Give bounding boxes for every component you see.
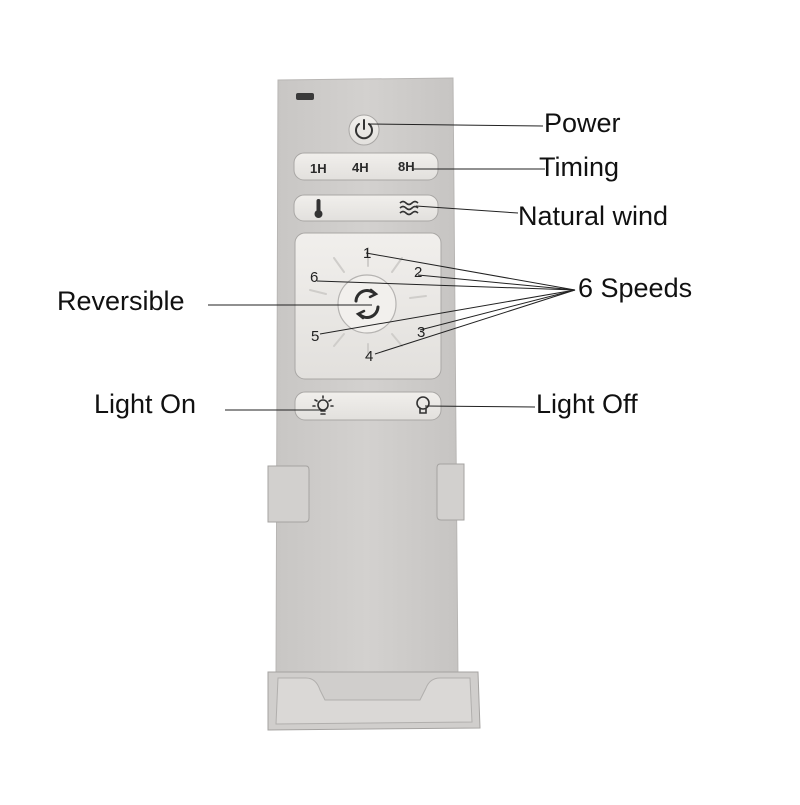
thermometer-icon[interactable] <box>314 199 323 218</box>
light-button-strip <box>294 391 442 421</box>
power-label: Power <box>544 108 621 138</box>
led-indicator <box>296 93 314 100</box>
speed-2-button[interactable]: 2 <box>414 264 422 281</box>
natural-wind-label: Natural wind <box>518 201 669 231</box>
side-clip-right <box>436 463 465 521</box>
timer-button-strip: 1H 4H 8H <box>293 152 439 181</box>
light-off-callout-line <box>424 405 536 408</box>
natural-wind-callout-line <box>415 205 519 214</box>
bottom-cradle <box>267 671 481 731</box>
light-on-label: Light On <box>94 389 197 419</box>
speed-4-callout-line <box>374 289 576 355</box>
speed-6-button[interactable]: 6 <box>310 269 318 286</box>
speed-pad: 1 2 3 4 5 6 <box>294 232 442 380</box>
power-button[interactable] <box>348 114 380 146</box>
speed-2-callout-line <box>417 274 576 291</box>
speed-5-callout-line <box>319 289 576 335</box>
timer-1h-button[interactable]: 1H <box>310 161 327 176</box>
speed-3-callout-line <box>419 289 576 331</box>
callout-lines <box>208 123 576 411</box>
timer-8h-button[interactable]: 8H <box>398 159 415 174</box>
reversible-label: Reversible <box>57 286 185 316</box>
speed-dial-rays <box>309 247 427 359</box>
timing-label: Timing <box>539 152 620 182</box>
timer-4h-button[interactable]: 4H <box>352 160 369 175</box>
speed-3-button[interactable]: 3 <box>417 324 425 341</box>
six-speeds-label: 6 Speeds <box>578 273 693 303</box>
speed-6-callout-line <box>316 280 576 291</box>
power-icon <box>355 119 373 140</box>
speed-1-callout-line <box>365 252 576 291</box>
speed-4-button[interactable]: 4 <box>365 348 373 365</box>
side-clip-left <box>267 465 310 523</box>
bulb-off-icon[interactable] <box>416 396 430 414</box>
power-callout-line <box>367 123 544 127</box>
speed-5-button[interactable]: 5 <box>311 328 319 345</box>
reverse-rotation-icon <box>354 288 380 320</box>
wind-waves-icon[interactable] <box>399 200 419 216</box>
reverse-button[interactable] <box>337 274 397 334</box>
light-off-label: Light Off <box>536 389 638 419</box>
mode-button-strip <box>293 194 439 222</box>
